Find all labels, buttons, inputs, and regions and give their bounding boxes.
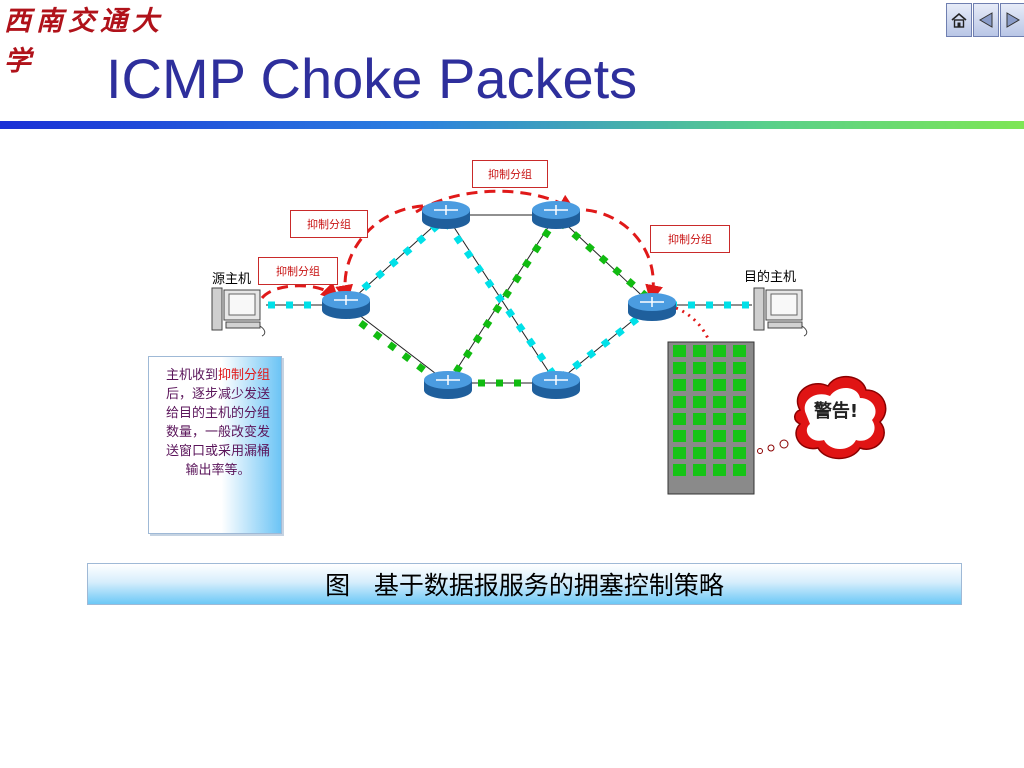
buffered-packet — [673, 413, 686, 425]
buffered-packet — [673, 430, 686, 442]
note-text-prefix: 主机收到 — [165, 368, 218, 383]
slide-title: ICMP Choke Packets — [106, 47, 638, 110]
buffered-packet — [733, 345, 746, 357]
warning-cloud-icon — [757, 376, 887, 460]
previous-button[interactable] — [973, 3, 999, 37]
router-3-icon — [532, 201, 580, 229]
buffered-packet — [673, 447, 686, 459]
triangle-right-icon — [1006, 12, 1020, 28]
buffered-packet — [693, 396, 706, 408]
router-4-icon — [424, 371, 472, 399]
source-host-icon — [211, 287, 266, 337]
buffered-packet — [713, 430, 726, 442]
cyan-packet-path — [250, 217, 752, 381]
buffered-packet — [733, 396, 746, 408]
buffered-packet — [713, 464, 726, 476]
buffered-packet — [693, 430, 706, 442]
choke-label-right: 抑制分组 — [650, 225, 730, 253]
buffered-packet — [733, 413, 746, 425]
router-1-icon — [322, 291, 370, 319]
buffered-packet — [673, 396, 686, 408]
source-host-label: 源主机 — [212, 272, 252, 287]
green-packet-path — [343, 219, 649, 387]
buffered-packet — [733, 464, 746, 476]
buffered-packet — [713, 413, 726, 425]
buffered-packet — [693, 362, 706, 374]
buffered-packet — [713, 345, 726, 357]
buffered-packet — [693, 345, 706, 357]
router-6-icon — [628, 293, 676, 321]
choke-label-top: 抑制分组 — [472, 160, 548, 188]
buffered-packet — [713, 362, 726, 374]
buffered-packet — [713, 396, 726, 408]
warning-text: 警告! — [813, 401, 859, 422]
buffered-packet — [713, 447, 726, 459]
home-button[interactable] — [946, 3, 972, 37]
destination-host-label: 目的主机 — [744, 270, 797, 285]
router-5-icon — [532, 371, 580, 399]
buffered-packet — [693, 464, 706, 476]
next-button[interactable] — [1000, 3, 1024, 37]
warning-connector — [675, 306, 716, 361]
buffered-packet — [733, 362, 746, 374]
buffered-packet — [733, 379, 746, 391]
buffered-packet — [693, 413, 706, 425]
title-gradient-bar — [0, 121, 1024, 129]
buffered-packet — [673, 464, 686, 476]
figure-caption: 图 基于数据报服务的拥塞控制策略 — [87, 563, 962, 605]
note-text-rest: 后，逐步减少发送给目的主机的分组数量，一般改变发送窗口或采用漏桶输出率等。 — [165, 387, 270, 478]
triangle-left-icon — [979, 12, 993, 28]
buffered-packet — [733, 447, 746, 459]
buffered-packet — [693, 379, 706, 391]
nav-buttons — [946, 3, 1024, 37]
choke-label-upper-left: 抑制分组 — [290, 210, 368, 238]
buffered-packet — [733, 430, 746, 442]
buffered-packet — [673, 379, 686, 391]
note-highlight-1: 抑制 — [217, 368, 244, 383]
buffered-packet — [713, 379, 726, 391]
note-highlight-2: 分组 — [244, 368, 271, 383]
buffered-packet — [693, 447, 706, 459]
home-icon — [951, 12, 967, 28]
buffered-packet — [673, 362, 686, 374]
destination-host-icon — [753, 287, 808, 337]
university-logo: 西南交通大学 — [4, 6, 164, 77]
router-2-icon — [422, 201, 470, 229]
buffered-packet — [673, 345, 686, 357]
choke-label-left: 抑制分组 — [258, 257, 338, 285]
host-response-note: 主机收到抑制分组后，逐步减少发送给目的主机的分组数量，一般改变发送窗口或采用漏桶… — [148, 356, 282, 534]
router-buffer-icon — [667, 341, 755, 495]
